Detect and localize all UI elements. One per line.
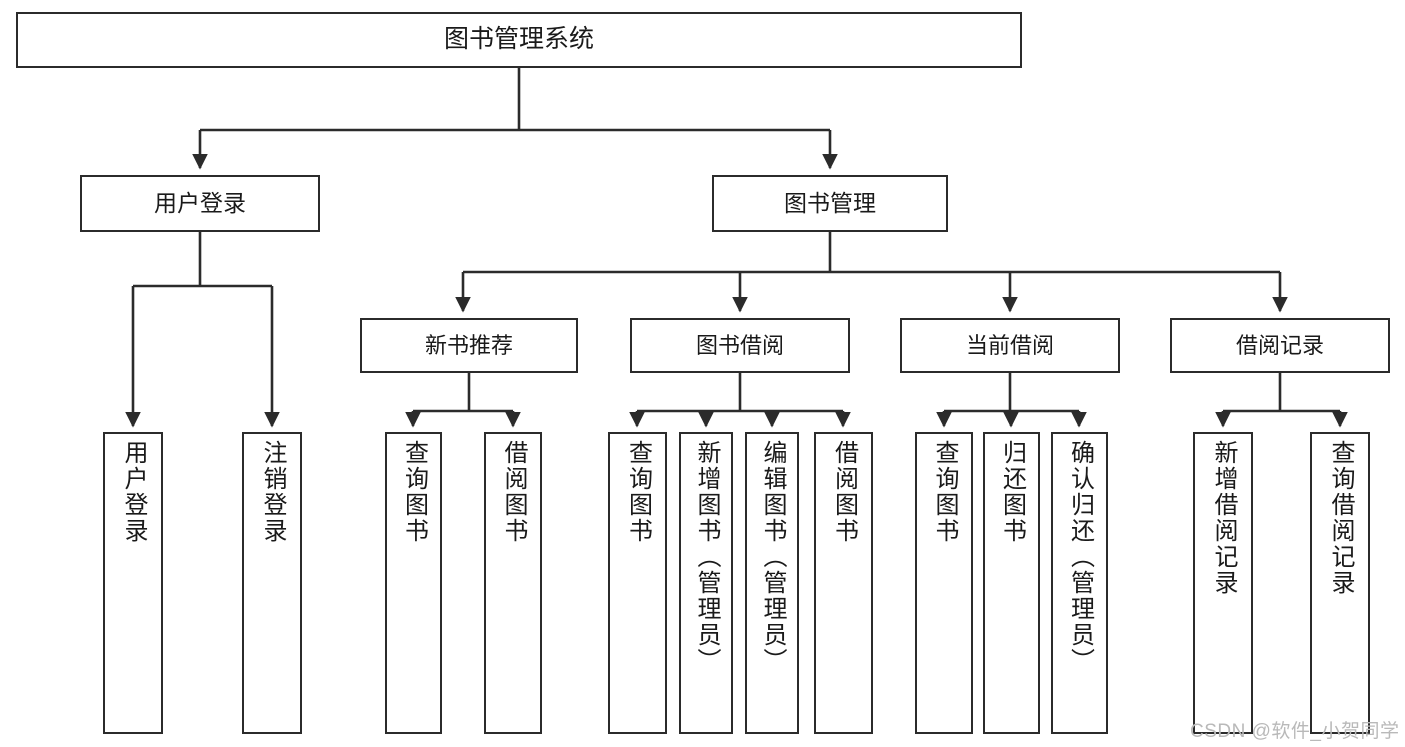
node-leaf-return-book-label: 归还图书 (998, 440, 1026, 544)
node-leaf-return-book[interactable]: 归还图书 (983, 432, 1040, 734)
node-leaf-add-borrow-record-label: 新增借阅记录 (1210, 440, 1237, 596)
node-book-borrow[interactable]: 图书借阅 (630, 318, 850, 373)
node-leaf-borrow-book-1-label: 借阅图书 (500, 440, 527, 544)
node-leaf-query-book-1-label: 查询图书 (400, 440, 428, 544)
node-leaf-query-book-3-label: 查询图书 (931, 440, 958, 544)
node-leaf-borrow-book-1[interactable]: 借阅图书 (484, 432, 542, 734)
node-current-borrow-label: 当前借阅 (965, 332, 1054, 358)
node-leaf-query-borrow-record[interactable]: 查询借阅记录 (1310, 432, 1370, 734)
node-book-borrow-label: 图书借阅 (695, 332, 784, 358)
node-leaf-logout[interactable]: 注销登录 (242, 432, 302, 734)
node-current-borrow[interactable]: 当前借阅 (900, 318, 1120, 373)
node-leaf-query-book-3[interactable]: 查询图书 (915, 432, 973, 734)
node-leaf-user-login-label: 用户登录 (120, 440, 147, 544)
node-leaf-query-book-2[interactable]: 查询图书 (608, 432, 667, 734)
node-leaf-edit-book-admin[interactable]: 编辑图书（管理员） (745, 432, 799, 734)
node-leaf-borrow-book-2[interactable]: 借阅图书 (814, 432, 873, 734)
node-user-login-label: 用户登录 (154, 190, 246, 217)
node-leaf-query-borrow-record-label: 查询借阅记录 (1327, 440, 1354, 596)
node-leaf-add-borrow-record[interactable]: 新增借阅记录 (1193, 432, 1253, 734)
node-leaf-borrow-book-2-label: 借阅图书 (830, 440, 858, 544)
node-leaf-confirm-return-admin[interactable]: 确认归还（管理员） (1051, 432, 1108, 734)
node-leaf-edit-book-admin-label: 编辑图书（管理员） (759, 440, 786, 674)
node-user-login[interactable]: 用户登录 (80, 175, 320, 232)
node-leaf-user-login[interactable]: 用户登录 (103, 432, 163, 734)
watermark: CSDN @软件_小贺同学 (1190, 721, 1400, 742)
node-new-book-recommend-label: 新书推荐 (424, 332, 513, 358)
node-book-management-label: 图书管理 (784, 190, 876, 217)
node-leaf-confirm-return-admin-label: 确认归还（管理员） (1066, 440, 1094, 674)
node-leaf-query-book-1[interactable]: 查询图书 (385, 432, 442, 734)
node-leaf-add-book-admin-label: 新增图书（管理员） (693, 440, 720, 674)
node-root-label: 图书管理系统 (443, 25, 594, 54)
node-leaf-query-book-2-label: 查询图书 (624, 440, 652, 544)
node-root[interactable]: 图书管理系统 (16, 12, 1022, 68)
node-book-management[interactable]: 图书管理 (712, 175, 948, 232)
node-leaf-add-book-admin[interactable]: 新增图书（管理员） (679, 432, 733, 734)
node-borrow-records-label: 借阅记录 (1235, 332, 1324, 358)
node-new-book-recommend[interactable]: 新书推荐 (360, 318, 578, 373)
node-leaf-logout-label: 注销登录 (259, 440, 286, 544)
node-borrow-records[interactable]: 借阅记录 (1170, 318, 1390, 373)
